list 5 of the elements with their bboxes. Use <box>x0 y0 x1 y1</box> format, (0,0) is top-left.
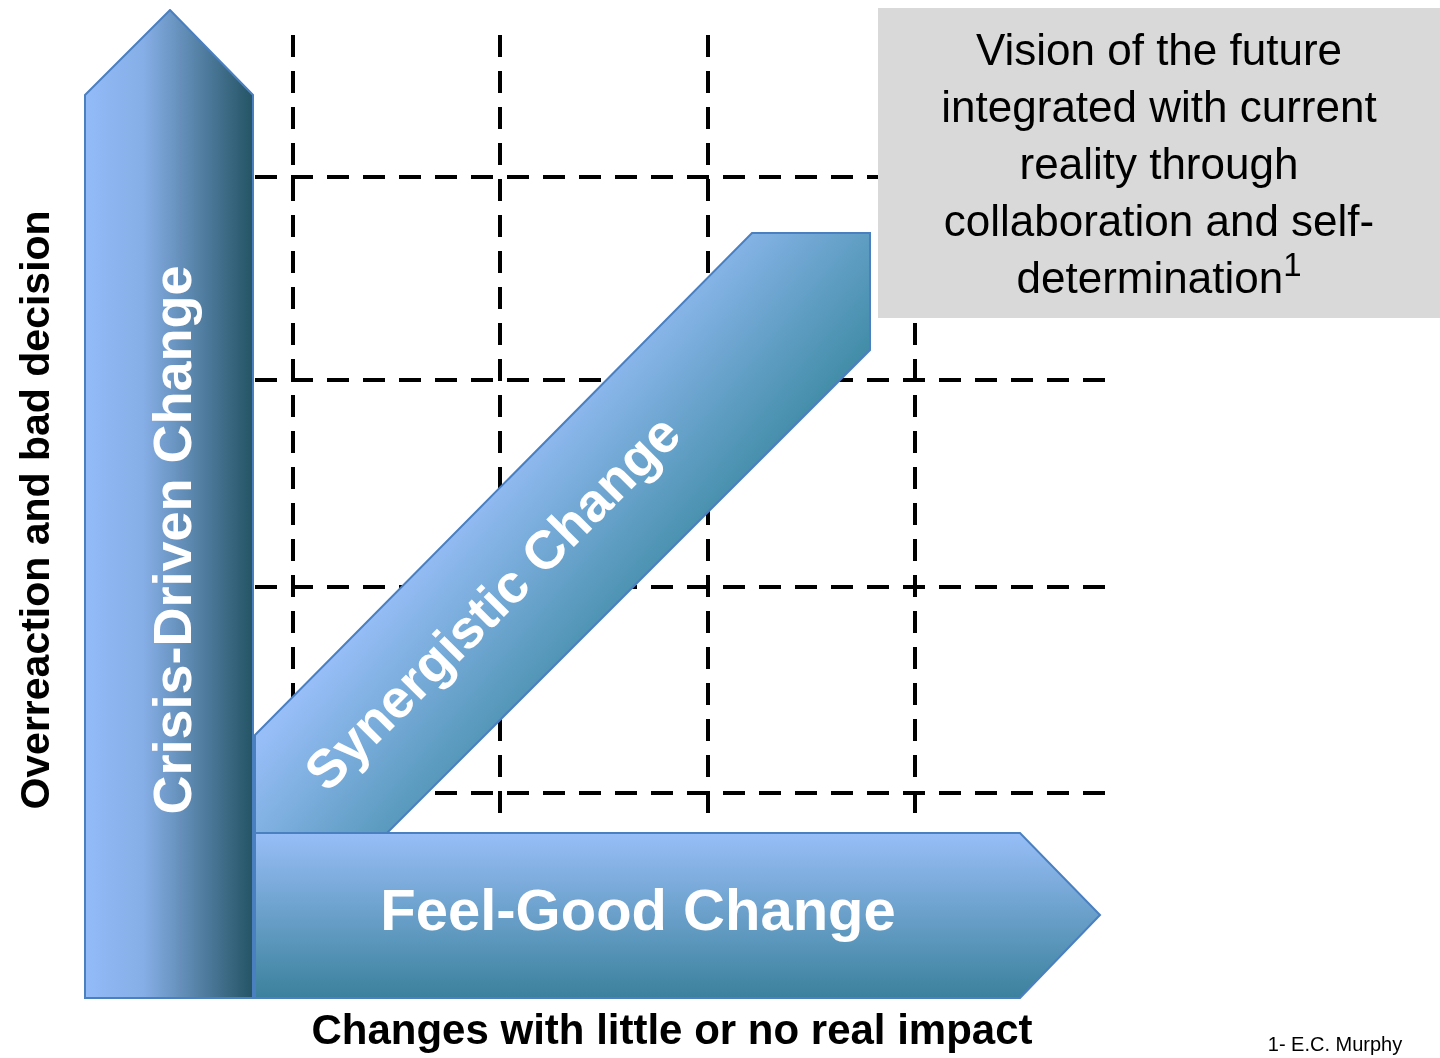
axis-label: 1- E.C. Murphy <box>1267 1034 1403 1054</box>
text-box <box>878 8 1440 318</box>
axis-label: Overreaction and bad decision <box>14 210 56 810</box>
axis-label: Changes with little or no real impact <box>311 1009 1033 1051</box>
vision-text: Vision of the future integrated with current reality through collaboration and self-determination$^{1}$ <box>940 23 1378 304</box>
